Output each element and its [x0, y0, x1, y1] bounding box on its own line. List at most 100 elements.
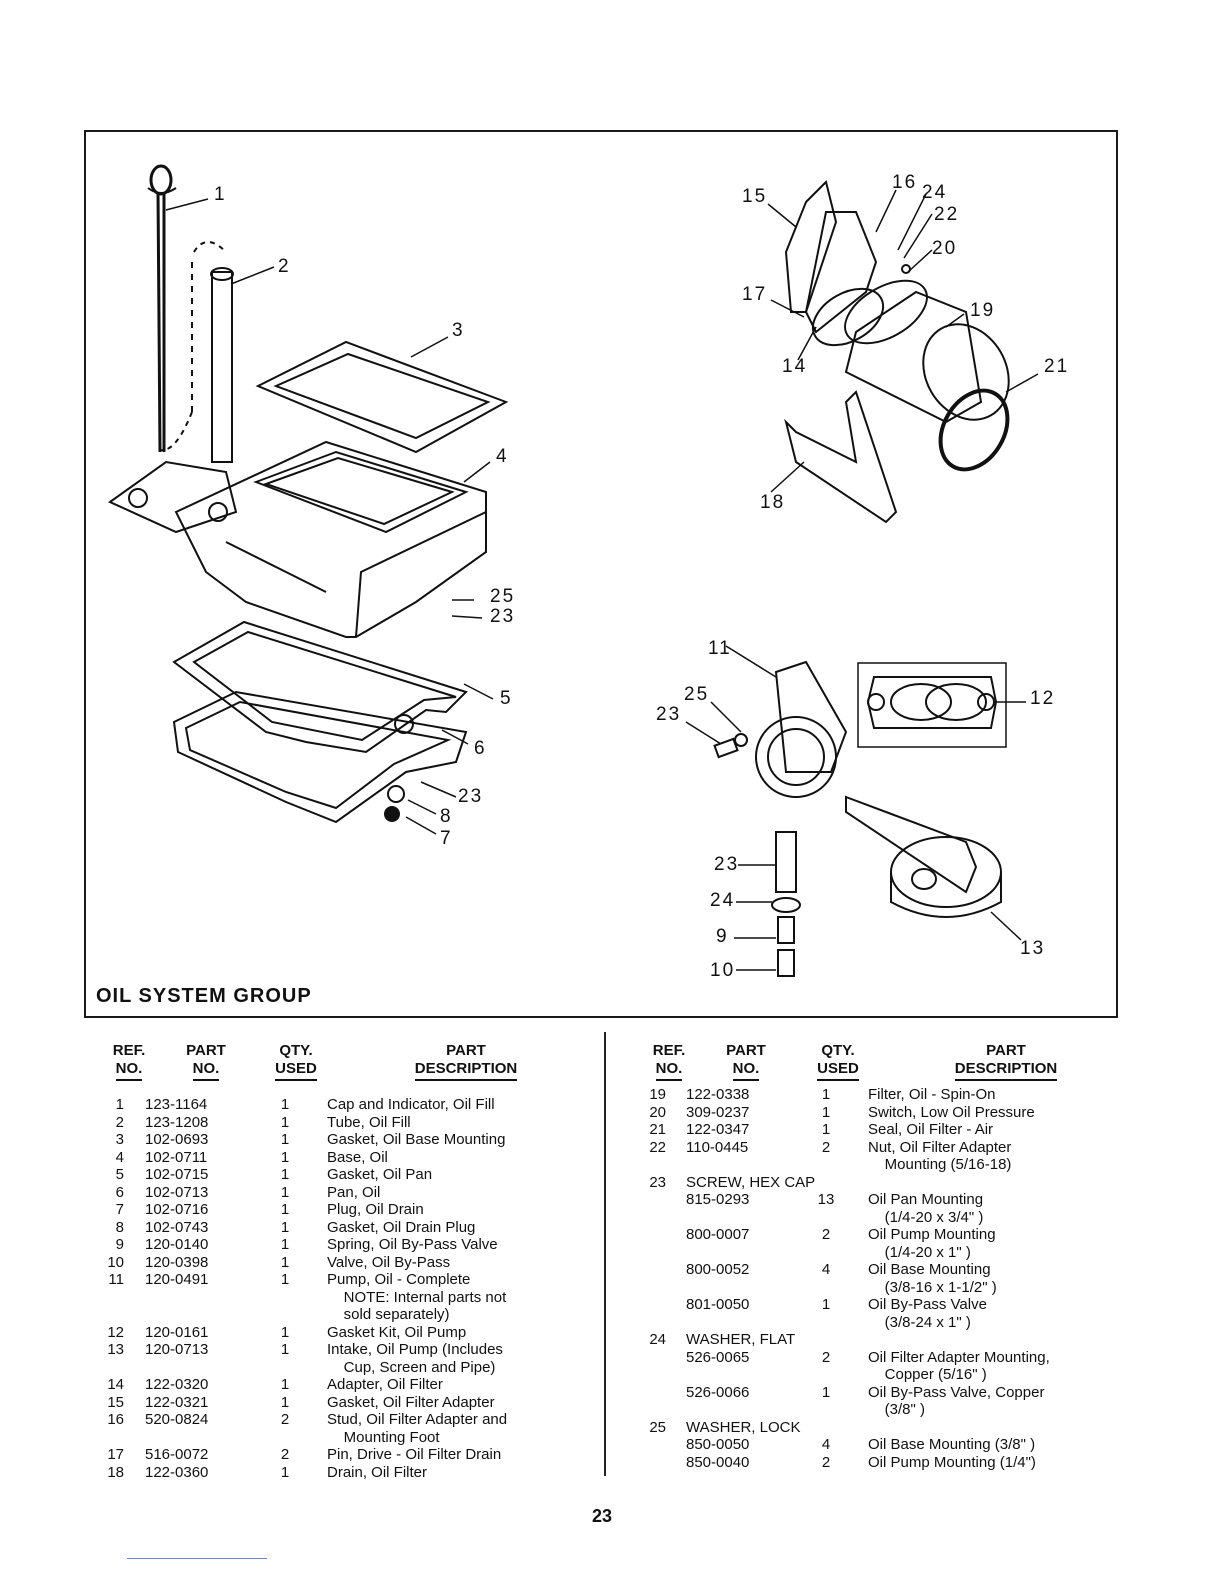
left_rows-row-ref: 13 [107, 1341, 124, 1358]
callout-3: 3 [452, 320, 465, 341]
filter-seal-drawing [938, 388, 1010, 472]
right_rows-row-ref: 20 [649, 1103, 666, 1121]
callout-21: 21 [1044, 356, 1070, 377]
right_rows-row-qty: 1 [821, 1383, 831, 1401]
exploded-parts-diagram [108, 164, 1039, 977]
left_rows-row-ref: 6 [115, 1183, 124, 1201]
left_rows-row-ref: 8 [115, 1218, 124, 1236]
left_rows-row-qty: 1 [280, 1271, 290, 1288]
right_rows-row-part: 122-0338 [686, 1086, 750, 1103]
left_rows-row-qty: 1 [280, 1183, 290, 1201]
callout-11: 11 [708, 638, 732, 659]
left_rows-row-ref: 12 [107, 1323, 124, 1341]
leader-lines [165, 189, 1039, 971]
left_rows-row-ref: 18 [107, 1463, 124, 1481]
left_rows-row-desc: Pan, Oil [327, 1183, 381, 1201]
right_rows-row-desc: (1/4-20 x 1" ) [868, 1243, 971, 1261]
left_rows-row-ref: 16 [107, 1411, 124, 1428]
left_rows-row-desc: Gasket, Oil Drain Plug [327, 1218, 476, 1236]
left_rows-row-qty: 1 [280, 1463, 290, 1481]
left_rows-row-ref: 7 [115, 1201, 124, 1218]
right_rows-row-part: 800-0052 [686, 1261, 750, 1278]
right_rows-row-desc: Filter, Oil - Spin-On [868, 1086, 996, 1103]
left_rows-row-desc: Cup, Screen and Pipe) [327, 1358, 496, 1376]
left_rows-row-ref: 9 [115, 1236, 124, 1253]
right_rows-row-ref: 23 [649, 1173, 666, 1191]
right_rows-row-part: WASHER, LOCK [686, 1418, 801, 1436]
callout-6: 6 [474, 738, 487, 759]
left_rows-row-qty: 1 [280, 1253, 290, 1271]
left_rows-row-desc: Gasket, Oil Filter Adapter [327, 1393, 495, 1411]
column-divider [604, 1032, 606, 1476]
callout-24-valve: 24 [710, 890, 736, 911]
left_rows-row-qty: 2 [280, 1446, 290, 1463]
right_rows-row-part: 850-0040 [686, 1453, 750, 1471]
right-header-ref: REF.NO. [644, 1042, 694, 1081]
callout-24-top: 24 [922, 182, 948, 203]
left_rows-row-part: 122-0320 [145, 1376, 209, 1393]
right_rows-row-desc: Oil Pump Mounting (1/4") [868, 1453, 1036, 1471]
left_rows-row-part: 120-0161 [145, 1323, 209, 1341]
right_rows-row-qty: 13 [817, 1191, 835, 1208]
left-header-qty: QTY.USED [266, 1042, 326, 1081]
right_rows-row-qty: 2 [821, 1226, 831, 1243]
right_rows-row-desc: Switch, Low Oil Pressure [868, 1103, 1035, 1121]
left-header-ref: REF.NO. [104, 1042, 154, 1081]
left_rows-row-part: 102-0743 [145, 1218, 209, 1236]
oil-filter-drawing [844, 279, 1010, 424]
callout-20: 20 [932, 238, 958, 259]
page-number: 23 [592, 1506, 613, 1526]
right_rows-row-part: 309-0237 [686, 1103, 750, 1121]
right_rows-row-qty: 2 [821, 1453, 831, 1471]
left_rows-row-ref: 10 [107, 1253, 124, 1271]
left_rows-row-part: 120-0491 [145, 1271, 209, 1288]
left_rows-row-part: 520-0824 [145, 1411, 209, 1428]
callout-12: 12 [1030, 688, 1056, 709]
left_rows-row-desc: Adapter, Oil Filter [327, 1376, 443, 1393]
right_rows-row-part: WASHER, FLAT [686, 1331, 796, 1348]
left_rows-row-qty: 1 [280, 1113, 290, 1131]
left_rows-row-desc: Pin, Drive - Oil Filter Drain [327, 1446, 502, 1463]
left_rows-row-desc: Gasket, Oil Base Mounting [327, 1131, 506, 1148]
left_rows-row-desc: Cap and Indicator, Oil Fill [327, 1096, 495, 1113]
right_rows-row-ref: 22 [649, 1138, 666, 1156]
right_rows-row-desc: Oil Filter Adapter Mounting, [868, 1348, 1050, 1366]
left_rows-row-ref: 4 [115, 1148, 124, 1166]
left_rows-row-part: 123-1208 [145, 1113, 209, 1131]
left_rows-row-desc: sold separately) [327, 1306, 450, 1323]
left_rows-row-part: 120-0140 [145, 1236, 209, 1253]
oil-base-gasket-drawing [255, 340, 509, 454]
right_rows-row-desc: Oil Pan Mounting [868, 1191, 984, 1208]
left_rows-row-desc: Intake, Oil Pump (Includes [327, 1341, 503, 1358]
oil-base-drawing [108, 440, 487, 638]
right_rows-row-desc: Oil Base Mounting (3/8" ) [868, 1436, 1036, 1453]
right_rows-row-desc: Nut, Oil Filter Adapter [868, 1138, 1012, 1156]
right_rows-row-desc: Oil By-Pass Valve, Copper [868, 1383, 1045, 1401]
left_rows-row-qty: 2 [280, 1411, 290, 1428]
right_rows-row-desc: Copper (5/16" ) [868, 1366, 987, 1383]
bypass-valve-drawing [771, 831, 801, 977]
left_rows-row-desc: Base, Oil [327, 1148, 388, 1166]
filter-drain-drawing [784, 390, 898, 524]
left_rows-row-qty: 1 [280, 1236, 290, 1253]
right_rows-row-part: 526-0065 [686, 1348, 750, 1366]
right_rows-row-qty: 1 [821, 1296, 831, 1313]
callout-10: 10 [710, 960, 736, 981]
right_rows-row-desc: Seal, Oil Filter - Air [868, 1121, 994, 1138]
right_rows-row-desc: Oil By-Pass Valve [868, 1296, 987, 1313]
fill-tube-drawing [160, 241, 234, 463]
callout-1: 1 [214, 184, 227, 205]
left_rows-row-desc: Drain, Oil Filter [327, 1463, 428, 1481]
callout-13: 13 [1020, 938, 1046, 959]
left_rows-row-qty: 1 [280, 1376, 290, 1393]
left_rows-row-ref: 2 [115, 1113, 124, 1131]
left_rows-row-desc: Tube, Oil Fill [327, 1113, 411, 1131]
left_rows-row-ref: 5 [115, 1166, 124, 1183]
right_rows-row-part: 800-0007 [686, 1226, 750, 1243]
callout-16: 16 [892, 172, 918, 193]
callout-5: 5 [500, 688, 513, 709]
callout-25-left: 25 [490, 586, 516, 607]
callout-19: 19 [970, 300, 996, 321]
